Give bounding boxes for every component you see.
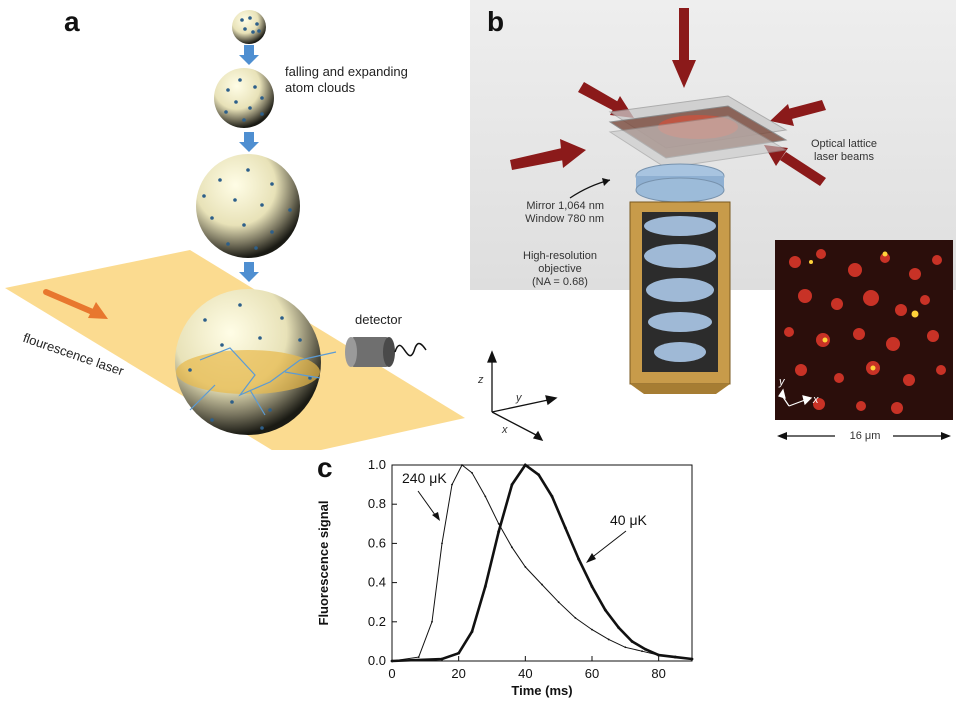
atom-dots-large bbox=[202, 168, 292, 250]
annotation-40uk-pointer bbox=[589, 530, 627, 560]
data-point bbox=[457, 651, 461, 655]
scattered-photon-arrows bbox=[189, 347, 337, 416]
cloud-label: falling and expanding atom clouds bbox=[285, 64, 465, 96]
y-tick-label: 0.8 bbox=[368, 496, 386, 511]
objective-label: High-resolution objective (NA = 0.68) bbox=[510, 250, 610, 289]
laser-direction-arrow bbox=[43, 289, 108, 319]
data-point bbox=[440, 657, 444, 661]
data-point bbox=[590, 585, 594, 588]
data-point bbox=[510, 483, 514, 486]
data-point bbox=[657, 653, 661, 657]
data-point bbox=[390, 659, 394, 663]
objective-body bbox=[629, 201, 731, 394]
data-point bbox=[417, 656, 420, 658]
data-point bbox=[630, 640, 634, 643]
data-point bbox=[617, 626, 621, 630]
axis-x-label: x bbox=[502, 424, 508, 436]
objective-label-line3: (NA = 0.68) bbox=[532, 276, 588, 288]
inset-axis-y-label: y bbox=[779, 376, 785, 388]
axis-y-label: y bbox=[516, 392, 522, 404]
data-point bbox=[524, 566, 527, 568]
data-point bbox=[470, 630, 474, 633]
data-point bbox=[591, 628, 593, 631]
data-point bbox=[603, 608, 607, 612]
data-point bbox=[537, 473, 541, 477]
cloud-label-line2: atom clouds bbox=[285, 80, 356, 95]
inset-axis-x-label: x bbox=[813, 394, 819, 406]
data-point bbox=[574, 616, 577, 619]
scale-bar bbox=[777, 432, 951, 440]
data-point bbox=[483, 585, 487, 588]
y-tick-label: 0.0 bbox=[368, 653, 386, 668]
data-point bbox=[497, 522, 500, 525]
panel-b-letter: b bbox=[487, 6, 505, 37]
axes-3d bbox=[487, 350, 558, 441]
y-tick-label: 0.6 bbox=[368, 535, 386, 550]
objective-label-line1: High-resolution bbox=[523, 250, 597, 262]
plot-frame bbox=[391, 464, 693, 662]
atom-dots-small bbox=[240, 16, 261, 34]
y-tick-label: 0.4 bbox=[368, 575, 386, 590]
series-line-0 bbox=[391, 464, 693, 662]
atom-cloud-medium bbox=[214, 68, 274, 128]
fluorescence-image-inset: y x bbox=[775, 240, 953, 420]
mirror-label-line2: Window 780 nm bbox=[525, 213, 604, 225]
cloud-label-line1: falling and expanding bbox=[285, 64, 408, 79]
detector-label: detector bbox=[355, 312, 402, 327]
data-point bbox=[451, 483, 453, 486]
lattice-label-line2: laser beams bbox=[814, 151, 874, 163]
chart-x-axis-label: Time (ms) bbox=[511, 683, 572, 698]
data-point bbox=[431, 620, 433, 623]
lattice-label: Optical lattice laser beams bbox=[794, 138, 894, 164]
data-point bbox=[461, 464, 463, 466]
atom-dots-huge bbox=[188, 303, 312, 430]
data-point bbox=[484, 495, 487, 498]
lattice-plates bbox=[608, 95, 788, 169]
x-tick-label: 40 bbox=[518, 666, 532, 681]
y-tick-label: 0.2 bbox=[368, 614, 386, 629]
data-point bbox=[607, 638, 610, 641]
data-point bbox=[690, 657, 694, 661]
lattice-label-line1: Optical lattice bbox=[810, 138, 878, 150]
atom-cloud-large bbox=[196, 154, 300, 258]
data-point bbox=[624, 646, 627, 649]
data-point bbox=[563, 526, 567, 530]
data-point bbox=[550, 494, 554, 498]
objective-label-line2: objective bbox=[538, 263, 582, 275]
axis-z-label: z bbox=[478, 374, 484, 386]
annotation-240uk: 240 μK bbox=[402, 470, 447, 486]
fluorescence-chart: Fluorescence signal Time (ms) 0.0 0.2 0.4 0… bbox=[316, 457, 694, 698]
detector-icon bbox=[345, 337, 427, 367]
data-point bbox=[497, 530, 501, 534]
x-tick-label: 60 bbox=[585, 666, 599, 681]
x-tick-label: 20 bbox=[451, 666, 465, 681]
panel-b-illustration bbox=[487, 8, 826, 441]
data-point bbox=[523, 463, 527, 467]
scale-label: 16 μm bbox=[849, 430, 881, 442]
data-point bbox=[673, 655, 677, 659]
mirror-label: Mirror 1,064 nm Window 780 nm bbox=[484, 200, 604, 226]
data-point bbox=[557, 601, 560, 604]
data-point bbox=[471, 471, 473, 474]
data-point bbox=[541, 583, 543, 586]
chart-y-axis-label: Fluorescence signal bbox=[316, 501, 331, 626]
y-tick-label: 1.0 bbox=[368, 457, 386, 472]
data-point bbox=[577, 557, 581, 561]
data-point bbox=[441, 542, 443, 545]
mirror-label-line1: Mirror 1,064 nm bbox=[526, 200, 604, 212]
panel-c-letter: c bbox=[317, 452, 333, 483]
illuminated-slice bbox=[176, 350, 320, 394]
flow-arrows bbox=[239, 45, 259, 282]
panel-a-illustration bbox=[5, 10, 465, 450]
x-tick-label: 80 bbox=[651, 666, 665, 681]
atom-cloud-small bbox=[232, 10, 266, 44]
data-point bbox=[641, 650, 643, 653]
atom-dots-medium bbox=[224, 78, 264, 122]
data-point bbox=[643, 647, 647, 651]
series-line-1 bbox=[391, 463, 693, 663]
annotation-40uk: 40 μK bbox=[610, 512, 648, 528]
data-point bbox=[511, 546, 513, 549]
x-tick-label: 0 bbox=[388, 666, 395, 681]
panel-a-letter: a bbox=[64, 6, 80, 37]
